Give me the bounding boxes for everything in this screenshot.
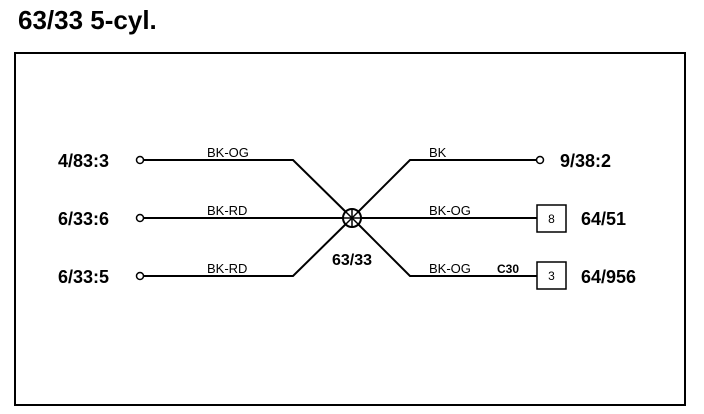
- wire-color-label: BK-RD: [207, 203, 247, 218]
- terminal-dot: [135, 213, 145, 223]
- terminal-label: 6/33:5: [58, 267, 109, 287]
- splice-label: 63/33: [332, 252, 372, 269]
- left-wire-2: BK-RD 6/33:6: [58, 203, 343, 229]
- wire-color-label: BK-OG: [429, 203, 471, 218]
- connector-pin-number: 8: [548, 212, 555, 226]
- wire-color-label: BK-OG: [429, 261, 471, 276]
- diagram-frame: [14, 52, 686, 406]
- right-wire-2: 8 BK-OG 64/51: [361, 203, 626, 233]
- terminal-dot: [535, 155, 545, 165]
- wire-color-label: BK-OG: [207, 145, 249, 160]
- splice-point: 63/33: [332, 208, 372, 269]
- right-wire-3: 3 BK-OG C30 64/956: [351, 217, 636, 290]
- terminal-label: 64/51: [581, 209, 626, 229]
- wire-path: [351, 217, 537, 277]
- wire-color-label: BK: [429, 145, 447, 160]
- terminal-label: 4/83:3: [58, 151, 109, 171]
- connector-pin-box: [536, 204, 567, 233]
- wire-color-label: BK-RD: [207, 261, 247, 276]
- right-wire-1: BK 9/38:2: [351, 145, 611, 219]
- connector-pin-number: 3: [548, 269, 555, 283]
- terminal-label: 64/956: [581, 267, 636, 287]
- page-title: 63/33 5-cyl.: [18, 5, 157, 35]
- left-wire-3: BK-RD 6/33:5: [58, 217, 353, 287]
- terminal-dot: [135, 271, 145, 281]
- wire-path: [143, 217, 353, 277]
- left-wire-1: BK-OG 4/83:3: [58, 145, 353, 219]
- wire-path: [351, 159, 537, 219]
- connector-id-label: C30: [497, 262, 519, 276]
- terminal-label: 9/38:2: [560, 151, 611, 171]
- terminal-dot: [135, 155, 145, 165]
- terminal-label: 6/33:6: [58, 209, 109, 229]
- connector-pin-box: [536, 261, 567, 290]
- wire-path: [143, 159, 353, 219]
